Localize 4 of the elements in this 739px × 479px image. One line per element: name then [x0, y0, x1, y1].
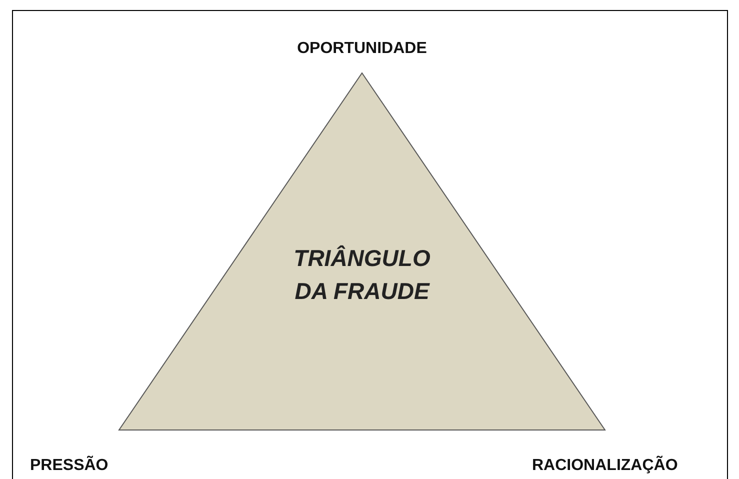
vertex-label: PRESSÃO	[30, 457, 108, 475]
triangle-title: TRIÂNGULO DA FRAUDE	[292, 244, 432, 306]
vertex-label: RACIONALIZAÇÃO	[532, 457, 678, 475]
vertex-label: OPORTUNIDADE	[297, 40, 427, 58]
